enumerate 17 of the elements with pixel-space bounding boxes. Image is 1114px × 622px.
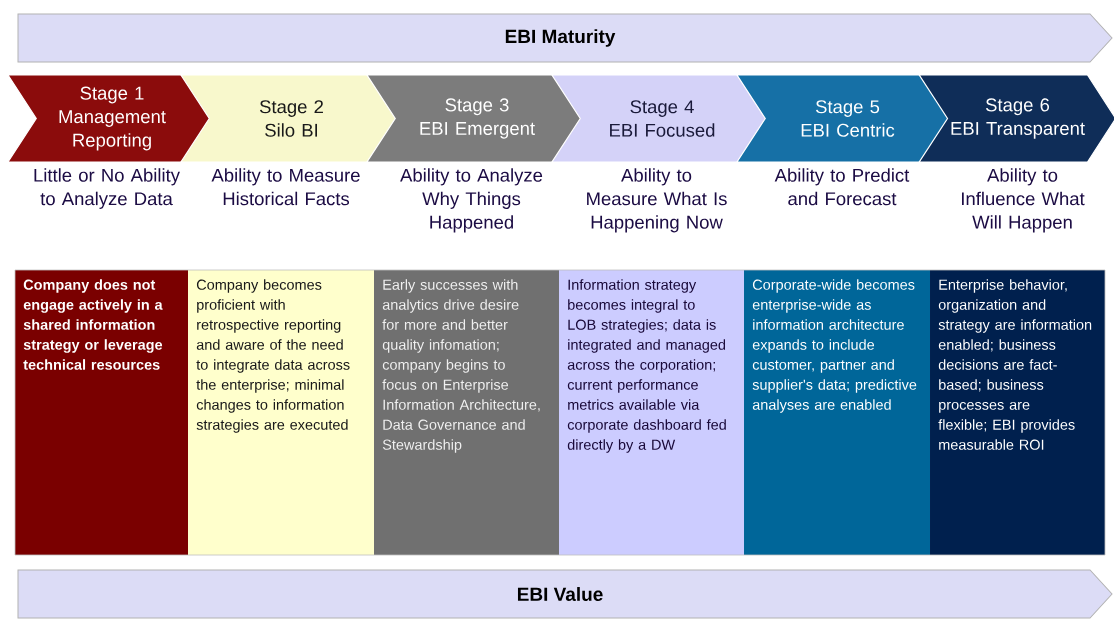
caption-text: Ability to Analyze Why Things Happened [400, 168, 543, 233]
caption-text: Ability to Measure What Is Happening Now [587, 168, 727, 233]
stage-banner: Stage 2 Silo BI [179, 74, 403, 163]
description-cell: Information strategy becomes integral to LOB strategies; data is integrated and managed across the corporation; current performance metrics available via corporate dashboard fed directly by a DW [559, 270, 744, 555]
description-cell: Company becomes proficient with retrospective reporting and aware of the need to integrate data across the enterprise; minimal changes to information strategies are executed [188, 270, 374, 555]
description-cell: Enterprise behavior, organization and strategy are information enabled; business decisions are fact-based; business processes are flexible; EBI provides measurable ROI [930, 270, 1105, 555]
description-cell: Company does not engage actively in a shared information strategy or leverage technical resources [15, 270, 188, 555]
description-cell: Early successes with analytics drive desire for more and better quality infomation; company begins to focus on Enterprise Information Architecture, Data Governance and Stewardship [374, 270, 559, 555]
description-cell: Corporate-wide becomes enterprise-wide as information architecture expands to include customer, partner and supplier's data; predictive analyses are enabled [744, 270, 930, 555]
caption-text: Ability to Influence What Will Happen [962, 168, 1085, 233]
caption-text: Ability to Predict and Forecast [774, 168, 910, 206]
stage-banner: Stage 1 Management Reporting [6, 74, 217, 163]
stage-banner: Stage 4 EBI Focused [550, 74, 773, 163]
stage-banner: Stage 6 EBI Transparent [918, 74, 1114, 163]
stage-banner: Stage 3 EBI Emergent [365, 74, 588, 163]
caption-text: Little or No Ability to Analyze Data [34, 168, 180, 209]
caption-text: Ability to Measure Historical Facts [211, 168, 360, 206]
